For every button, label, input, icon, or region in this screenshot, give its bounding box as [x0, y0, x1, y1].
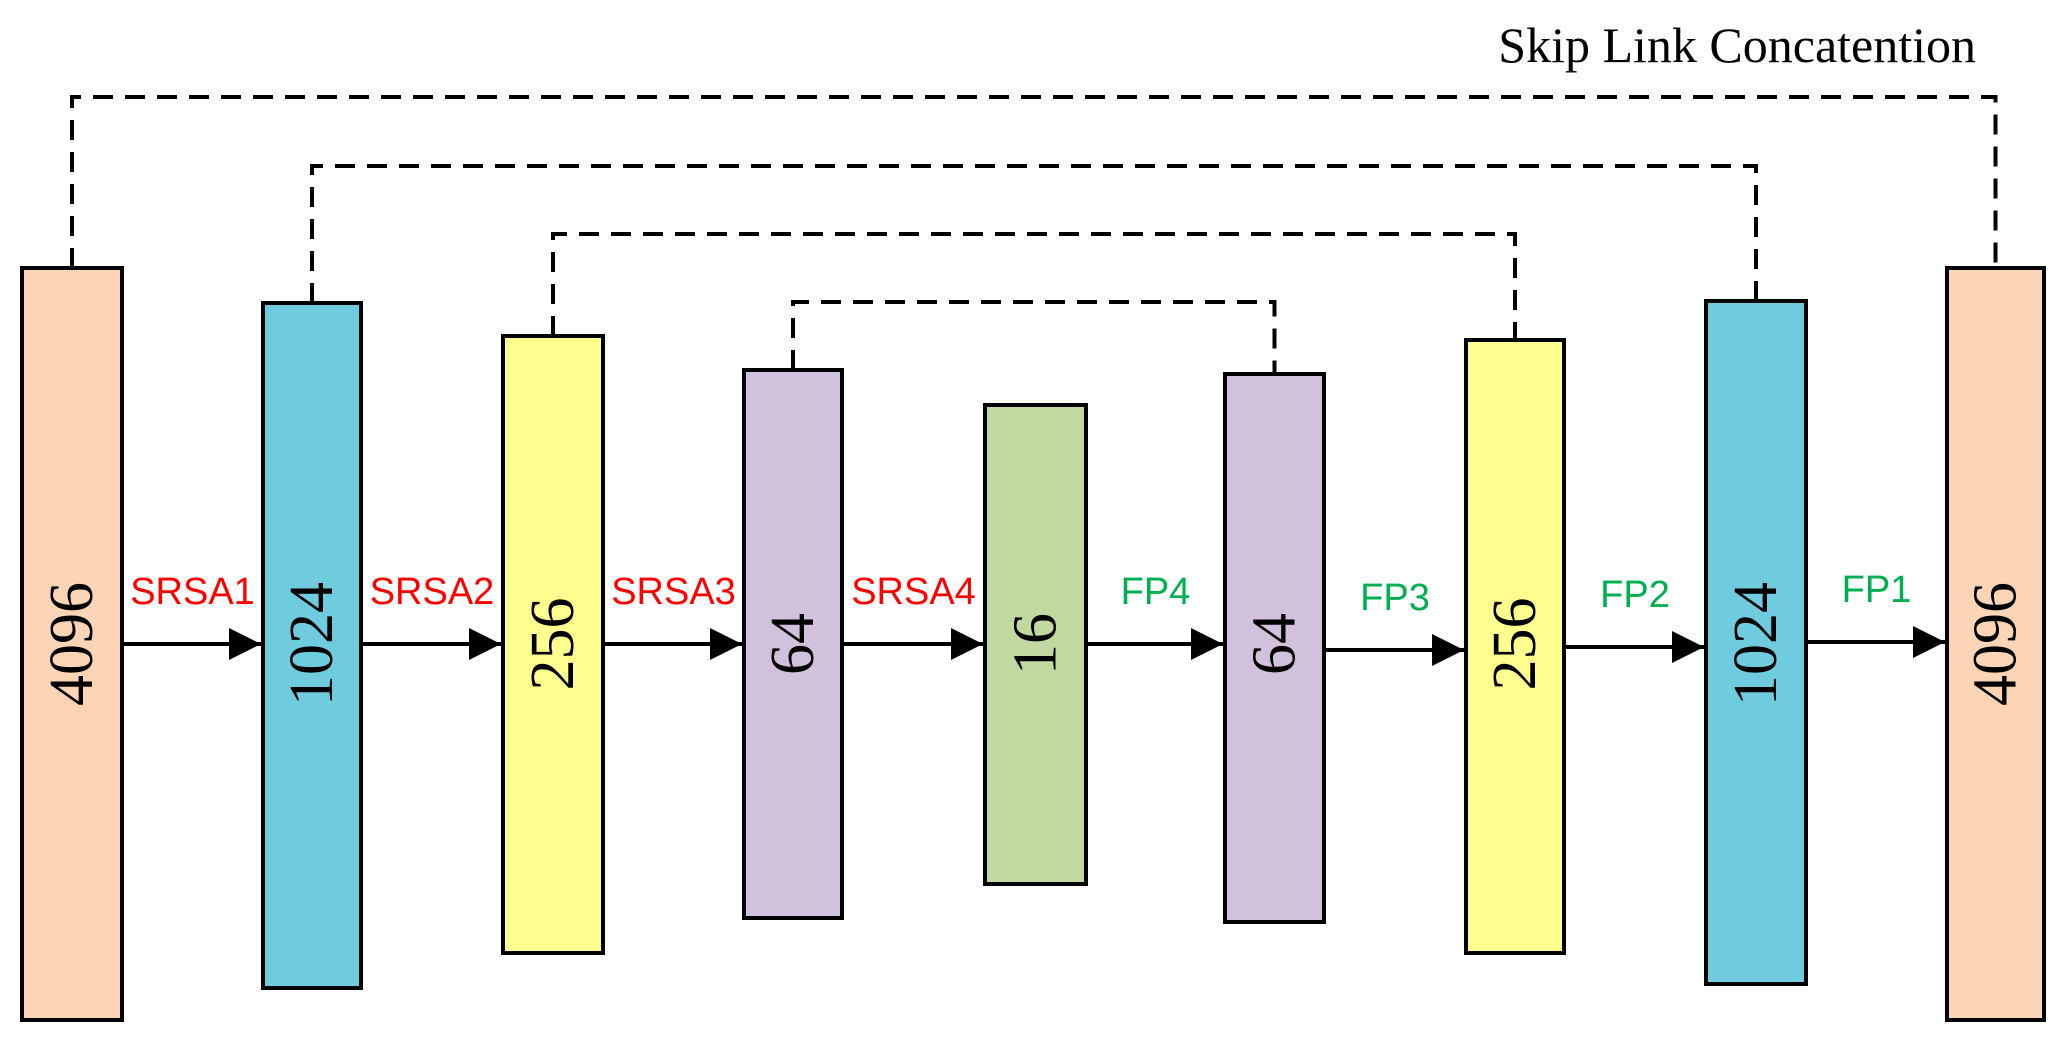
op-label-fp2: FP2	[1600, 574, 1670, 616]
block-2-label: 1024	[278, 582, 346, 706]
op-label-srsa4: SRSA4	[851, 571, 976, 613]
op-label-fp1: FP1	[1842, 569, 1912, 611]
block-4-rect	[742, 368, 844, 920]
op-label-srsa1: SRSA1	[130, 571, 255, 613]
block-2-rect	[261, 301, 363, 990]
op-label-srsa2: SRSA2	[370, 571, 495, 613]
block-9-label: 4096	[1962, 582, 2030, 706]
block-5: 16	[983, 403, 1088, 886]
block-5-label: 16	[1002, 613, 1070, 675]
block-3-rect	[501, 334, 605, 955]
op-label-fp4: FP4	[1121, 571, 1191, 613]
block-9: 4096	[1945, 266, 2046, 1022]
skip-link-title: Skip Link Concatention	[1498, 17, 1976, 73]
skip-link-4	[791, 300, 1277, 374]
flow-arrows	[124, 626, 1945, 666]
block-5-rect	[983, 403, 1088, 886]
block-9-rect	[1945, 266, 2046, 1022]
block-8: 1024	[1704, 299, 1808, 986]
skip-links	[70, 95, 1998, 374]
block-1-rect	[20, 266, 124, 1022]
block-1: 4096	[20, 266, 124, 1022]
block-7-rect	[1464, 338, 1566, 955]
block-4: 64	[742, 368, 844, 920]
block-6-label: 64	[1241, 613, 1309, 675]
block-4-label: 64	[759, 613, 827, 675]
block-3: 256	[501, 334, 605, 955]
op-label-fp3: FP3	[1360, 577, 1430, 619]
block-2: 1024	[261, 301, 363, 990]
block-8-label: 1024	[1722, 582, 1790, 706]
block-6: 64	[1223, 372, 1326, 924]
skip-link-2	[310, 164, 1758, 303]
block-7-label: 256	[1481, 598, 1549, 691]
block-1-label: 4096	[38, 582, 106, 706]
block-7: 256	[1464, 338, 1566, 955]
block-3-label: 256	[519, 598, 587, 691]
operation-labels: SRSA1 SRSA2 SRSA3 SRSA4 FP4 FP3 FP2 FP1	[130, 569, 1911, 619]
block-6-rect	[1223, 372, 1326, 924]
op-label-srsa3: SRSA3	[611, 571, 736, 613]
skip-link-3	[551, 232, 1517, 340]
skip-link-1	[70, 95, 1998, 268]
feature-blocks: 4096 1024 256 64 16 64 256 1024 4096	[20, 266, 2046, 1022]
block-8-rect	[1704, 299, 1808, 986]
